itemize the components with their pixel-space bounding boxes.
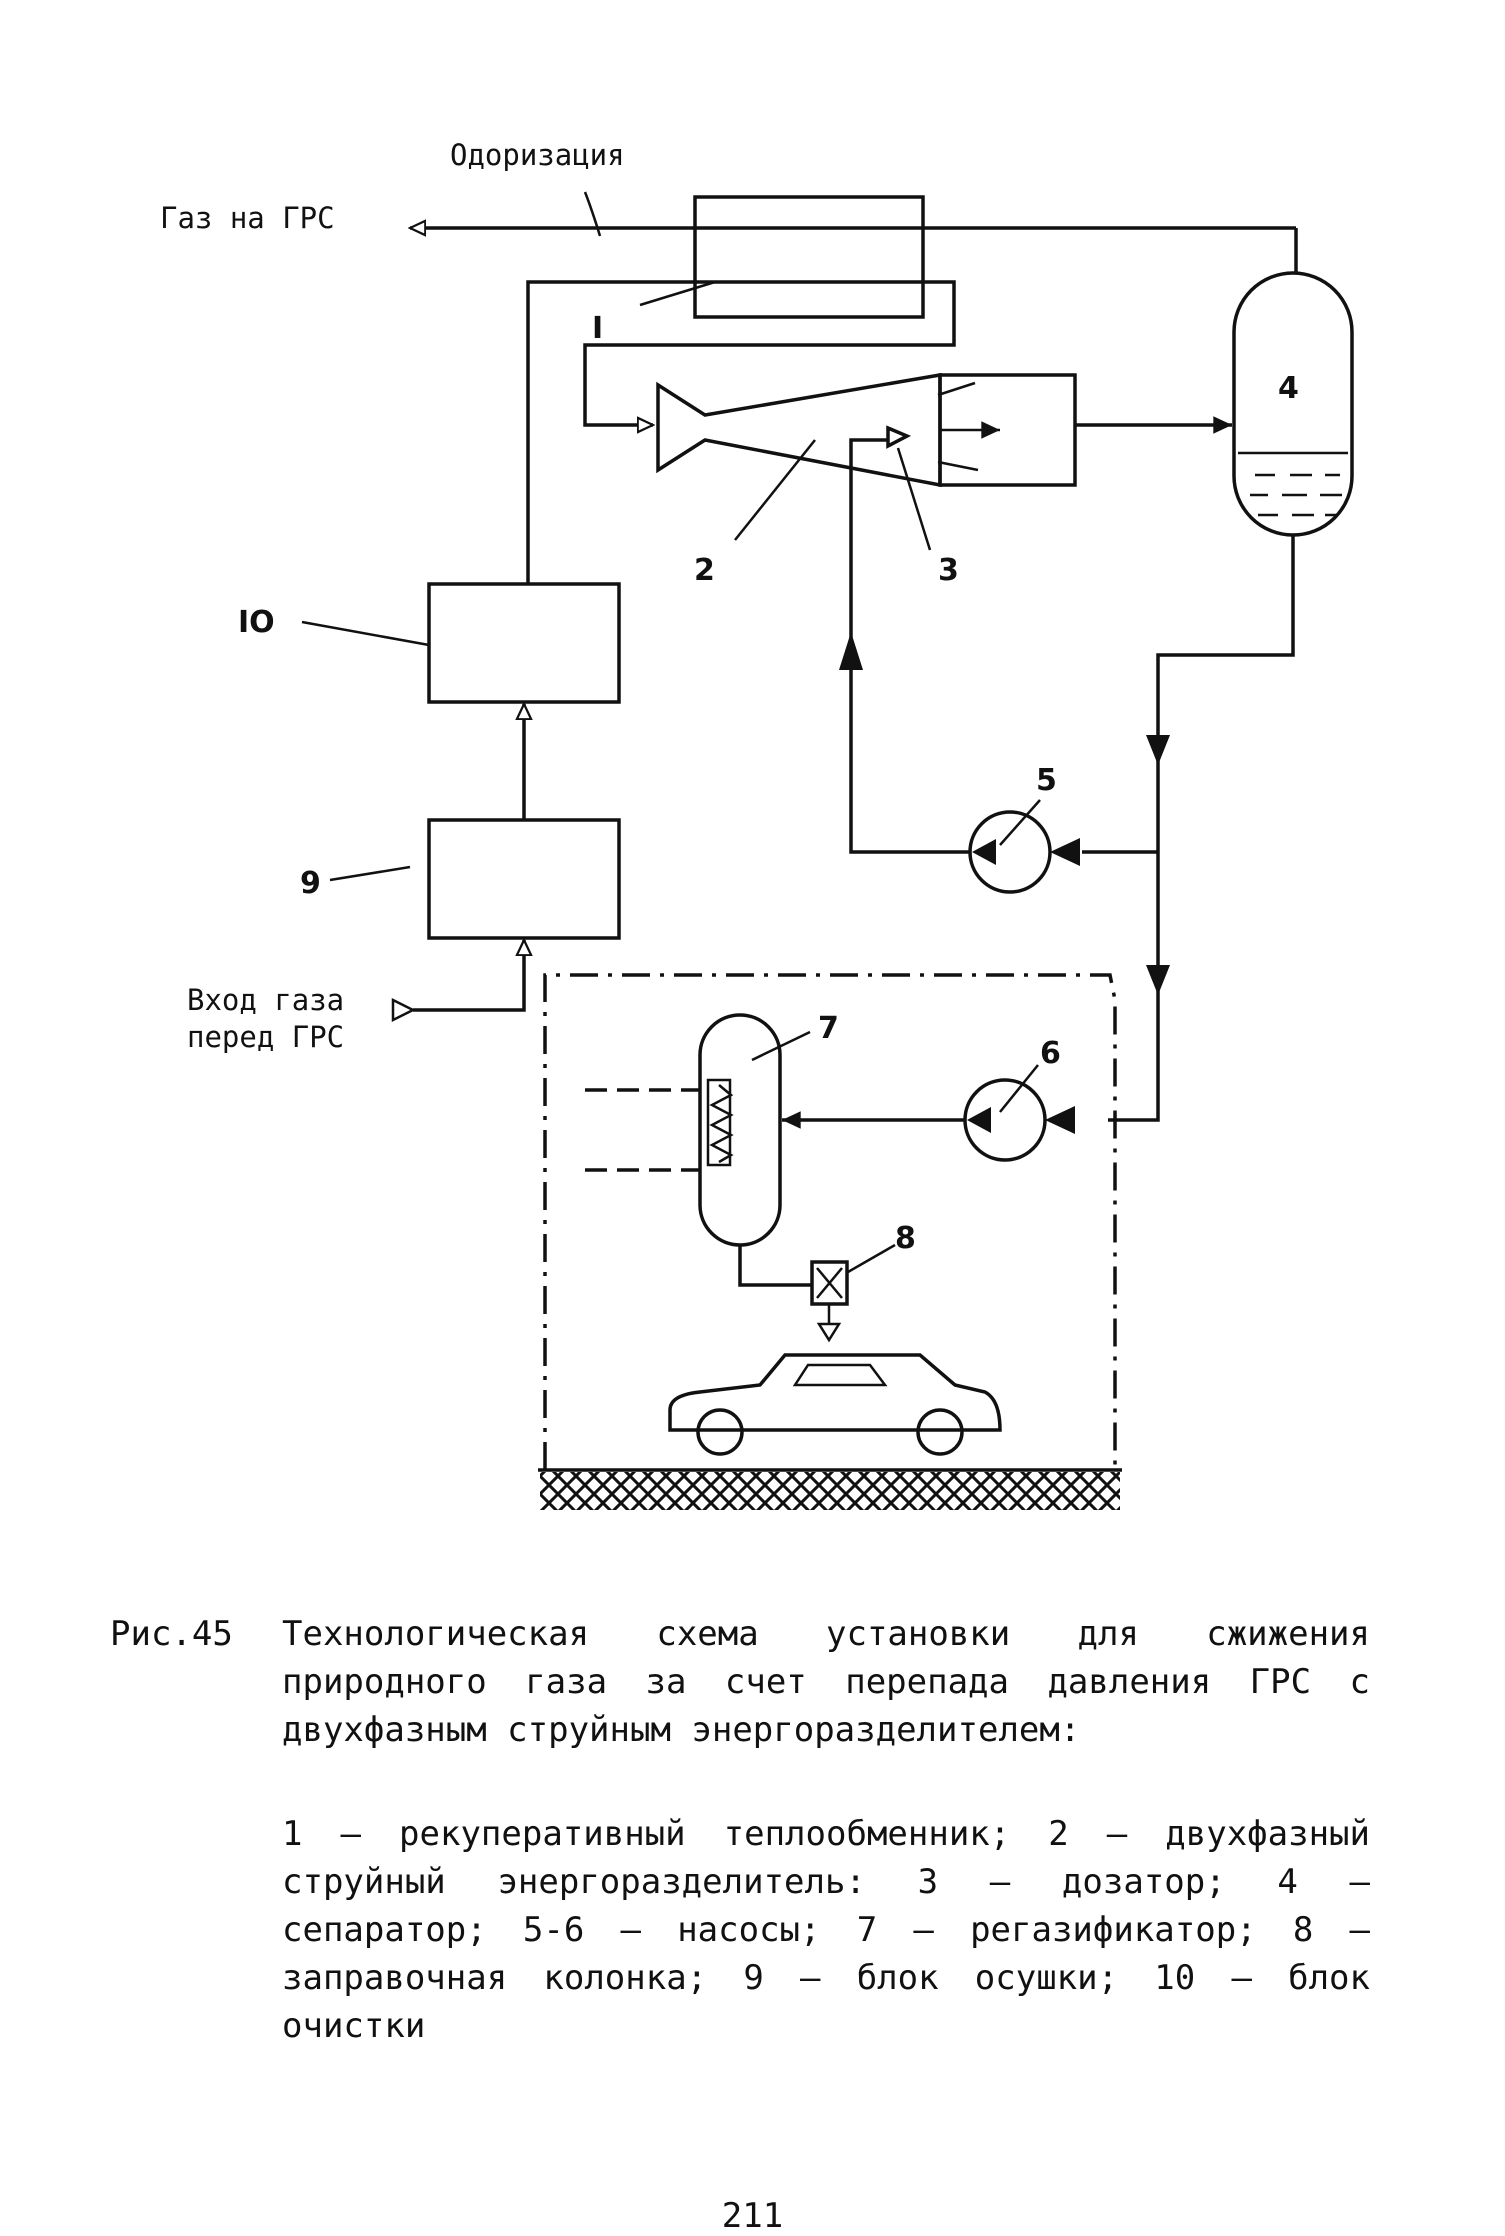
heat-exchanger-1-piping (526, 280, 956, 584)
pump-5 (968, 810, 1080, 894)
label-9: 9 (300, 866, 321, 901)
label-1: I (592, 311, 603, 346)
label-7-leader (751, 1030, 811, 1062)
regasifier-7 (585, 1013, 782, 1247)
jet-energy-separator-2 (656, 372, 1077, 488)
label-3-leader (896, 447, 932, 551)
label-8: 8 (895, 1221, 916, 1256)
gas-to-grs-label: Газ на ГРС (160, 201, 335, 235)
label-4: 4 (1278, 371, 1299, 406)
gas-outlet-line (410, 191, 1298, 273)
liquid-line (1082, 535, 1295, 1122)
pump-6 (963, 1078, 1075, 1162)
label-6: 6 (1040, 1036, 1061, 1071)
pump-5-recirculation-line (839, 438, 970, 854)
heat-exchanger-1 (693, 195, 925, 319)
label-8-leader (847, 1243, 896, 1274)
gas-inlet-line (391, 940, 524, 1023)
process-flow-diagram: Одоризация Газ на ГРС I 2 3 4 (160, 138, 1354, 1510)
label-3: 3 (938, 553, 959, 588)
ground-hatch (538, 1468, 1122, 1510)
label-2-leader (734, 439, 816, 541)
gas-inlet-label-1: Вход газа (187, 983, 344, 1017)
label-7: 7 (818, 1011, 839, 1046)
label-5: 5 (1036, 763, 1057, 798)
figure-legend: 1 – рекуперативный теплообменник; 2 – дв… (282, 1814, 1370, 2046)
label-2: 2 (694, 553, 715, 588)
figure-number: Рис.45 (110, 1614, 233, 1654)
drying-block-9 (427, 818, 621, 940)
figure-title: Технологическая схема установки для сжиж… (282, 1614, 1370, 1750)
dispenser-8 (738, 1245, 849, 1343)
label-5-leader (999, 799, 1041, 846)
label-6-leader (999, 1064, 1039, 1113)
label-1-leader (639, 280, 716, 307)
figure-caption: Рис.45 Технологическая схема установки д… (110, 1610, 1370, 2050)
car-icon (668, 1353, 1002, 1456)
label-10: IO (238, 605, 275, 640)
filling-station-enclosure (543, 973, 1117, 1470)
label-10-leader (301, 620, 430, 647)
cleaning-block-10 (427, 582, 621, 704)
page-number: 211 (721, 2196, 784, 2236)
odorization-label: Одоризация (450, 138, 625, 172)
gas-inlet-label-2: перед ГРС (187, 1020, 344, 1054)
label-9-leader (329, 865, 411, 882)
